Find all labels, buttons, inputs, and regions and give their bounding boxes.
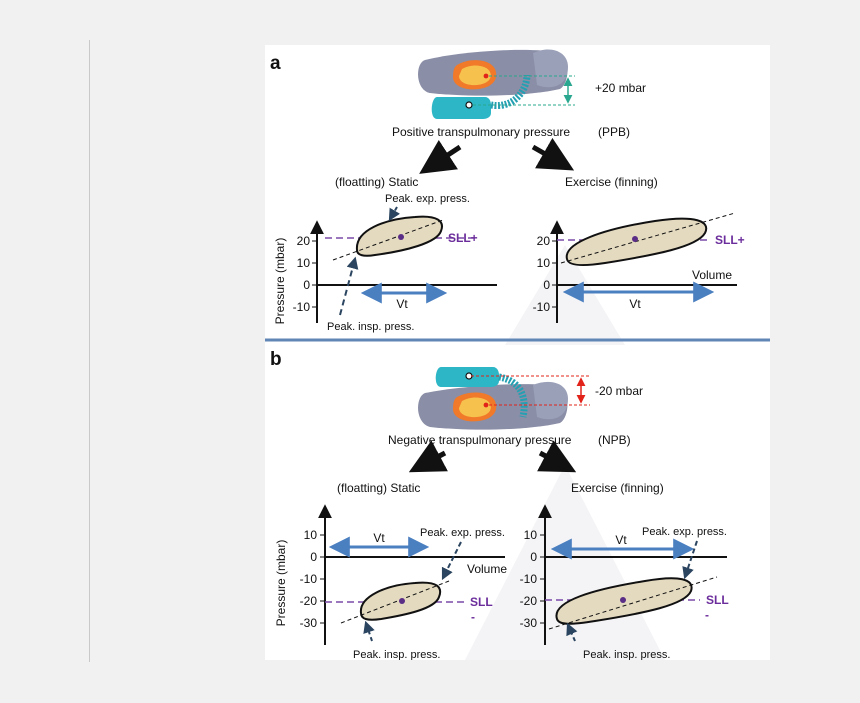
y-tick-label: 0 xyxy=(530,550,537,564)
peak-insp-label-right-b: Peak. insp. press. xyxy=(583,649,670,660)
loop-center-dot xyxy=(620,597,626,603)
sll-label-right-b: SLL xyxy=(706,593,729,607)
regulator-dot xyxy=(465,101,473,109)
volume-label-b: Volume xyxy=(467,562,507,576)
y-tick-label: -10 xyxy=(520,572,538,586)
loop-center-dot xyxy=(399,598,405,604)
y-ticks-left-b xyxy=(320,534,325,624)
sll-label-right-a: SLL+ xyxy=(715,233,745,247)
pressure-title-a: Positive transpulmonary pressure xyxy=(392,125,570,139)
peak-insp-arrow-right-b xyxy=(566,622,578,642)
vt-label-left-b: Vt xyxy=(373,531,385,545)
y-tick-label: 20 xyxy=(537,234,551,248)
y-ticks-left-a xyxy=(312,240,317,308)
pv-loop-right-a xyxy=(565,217,708,267)
y-tick-label: 10 xyxy=(524,528,538,542)
y-tick-label: -20 xyxy=(520,594,538,608)
loop-axis-left-b xyxy=(340,580,450,624)
peak-exp-arrow-left-b xyxy=(441,541,462,581)
peak-exp-arrow-right-b xyxy=(682,540,698,580)
pressure-title-b: Negative transpulmonary pressure xyxy=(388,433,572,447)
peak-exp-arrow-a xyxy=(388,206,401,222)
pressure-abbr-a: (PPB) xyxy=(598,125,630,139)
y-tick-label: -10 xyxy=(293,300,311,314)
y-ticks-right-b xyxy=(540,534,545,624)
left-caption-b: (floatting) Static xyxy=(337,481,420,495)
y-tick-label: 0 xyxy=(303,278,310,292)
y-tick-label: 10 xyxy=(304,528,318,542)
pressure-change-b: -20 mbar xyxy=(595,384,643,398)
peak-exp-label-a: Peak. exp. press. xyxy=(385,193,470,205)
sll-dash-right-b: - xyxy=(705,608,709,622)
lung-centroid-dot xyxy=(483,402,489,408)
right-caption-b: Exercise (finning) xyxy=(571,481,664,495)
left-caption-a: (floatting) Static xyxy=(335,175,418,189)
peak-insp-arrow-a xyxy=(339,256,359,316)
y-tick-label: 0 xyxy=(310,550,317,564)
peak-exp-label-right-b: Peak. exp. press. xyxy=(642,526,727,538)
rebreather-icon xyxy=(431,97,491,119)
panel-b: b -20 mbar Negative transpulmonary press… xyxy=(270,349,729,660)
peak-insp-label-left-b: Peak. insp. press. xyxy=(353,649,440,660)
vt-label-left-a: Vt xyxy=(396,297,408,311)
left-divider-line xyxy=(89,40,90,662)
y-tick-label: -30 xyxy=(520,616,538,630)
y-tick-label: -20 xyxy=(300,594,318,608)
breathing-hose xyxy=(498,373,528,418)
y-tick-label: 20 xyxy=(297,234,311,248)
diver-illustration-a xyxy=(418,49,575,119)
y-tick-label: 10 xyxy=(537,256,551,270)
lung-centroid-dot xyxy=(483,73,489,79)
y-tick-label: -30 xyxy=(300,616,318,630)
right-caption-a: Exercise (finning) xyxy=(565,175,658,189)
diver-head xyxy=(533,49,568,88)
loop-axis-right-b xyxy=(548,576,718,630)
panel-a: a +20 mbar Positive transpulmonary press… xyxy=(270,49,745,333)
loop-center-dot xyxy=(398,234,404,240)
branch-arrow-right-a xyxy=(531,137,575,171)
loop-axis-left-a xyxy=(332,219,444,261)
pressure-abbr-b: (NPB) xyxy=(598,433,631,447)
vt-label-right-b: Vt xyxy=(615,533,627,547)
y-ticks-right-a xyxy=(552,240,557,308)
pressure-change-a: +20 mbar xyxy=(595,81,646,95)
y-tick-label: 10 xyxy=(297,256,311,270)
breathing-hose xyxy=(490,74,531,110)
y-axis-label-a: Pressure (mbar) xyxy=(273,238,287,325)
y-tick-label: 0 xyxy=(543,278,550,292)
sll-label-left-a: SLL+ xyxy=(448,231,478,245)
sll-dash-left-b: - xyxy=(471,610,475,624)
loop-center-dot xyxy=(632,236,638,242)
y-tick-label: -10 xyxy=(533,300,551,314)
branch-arrow-left-a xyxy=(419,139,462,174)
y-axis-label-b: Pressure (mbar) xyxy=(274,540,288,627)
volume-label-a: Volume xyxy=(692,268,732,282)
peak-insp-arrow-left-b xyxy=(363,620,375,642)
panel-b-letter: b xyxy=(270,349,282,370)
loop-axis-right-a xyxy=(560,212,736,264)
peak-exp-label-left-b: Peak. exp. press. xyxy=(420,527,505,539)
peak-insp-label-a: Peak. insp. press. xyxy=(327,321,414,333)
panel-a-letter: a xyxy=(270,53,281,74)
diver-illustration-b xyxy=(418,367,590,430)
sll-label-left-b: SLL xyxy=(470,595,493,609)
y-tick-label: -10 xyxy=(300,572,318,586)
diver-head xyxy=(533,381,568,420)
branch-arrow-left-b xyxy=(408,440,448,473)
branch-arrow-right-b xyxy=(537,440,577,473)
vt-label-right-a: Vt xyxy=(629,297,641,311)
figure-panel: a +20 mbar Positive transpulmonary press… xyxy=(265,45,770,660)
